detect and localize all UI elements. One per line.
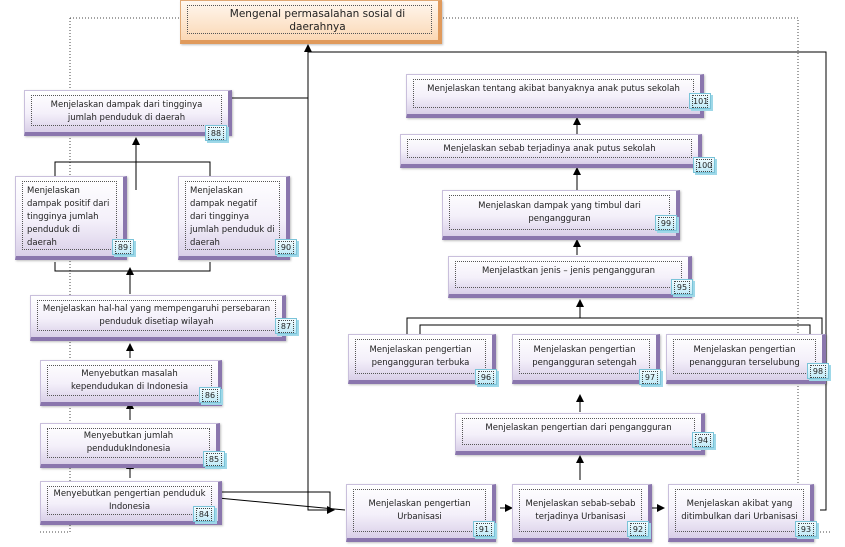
badge-95: 95	[671, 279, 693, 295]
badge-99: 99	[655, 215, 677, 231]
node-84: Menyebutkan pengertian penduduk Indonesi…	[40, 481, 222, 525]
badge-94: 94	[692, 432, 714, 448]
node-89-text: Menjelaskan dampak positif dari tingginy…	[22, 181, 117, 250]
node-94: Menjelaskan pengertian dari pengangguran…	[455, 413, 714, 455]
node-top-goal: Mengenal permasalahan sosial di daerahny…	[180, 0, 442, 44]
badge-97: 97	[639, 369, 661, 385]
node-97-text: Menjelaskan pengertian pengangguran sete…	[519, 339, 650, 374]
node-85: Menyebutkan jumlah pendudukIndonesia 85	[40, 423, 225, 468]
badge-92: 92	[627, 521, 649, 537]
node-87-text: Menjelaskan hal-hal yang mempengaruhi pe…	[37, 300, 276, 331]
node-96: Menjelaskan pengertian pengangguran terb…	[348, 334, 497, 385]
badge-100: 100	[693, 157, 715, 173]
badge-90: 90	[275, 239, 297, 255]
badge-91: 91	[473, 521, 495, 537]
node-93-text: Menjelaskan akibat yang ditimbulkan dari…	[675, 489, 804, 532]
node-101: Menjelaskan tentang akibat banyaknya ana…	[406, 74, 711, 118]
badge-89: 89	[112, 239, 134, 255]
node-86-text: Menyebutkan masalah kependudukan di Indo…	[47, 365, 212, 396]
node-92-text: Menjelaskan sebab-sebab terjadinya Urban…	[519, 489, 642, 532]
node-92: Menjelaskan sebab-sebab terjadinya Urban…	[512, 484, 652, 542]
node-90-text: Menjelaskan dampak negatif dari tingginy…	[185, 181, 280, 250]
node-top-text: Mengenal permasalahan sosial di daerahny…	[187, 5, 432, 34]
badge-98: 98	[807, 363, 829, 379]
node-96-text: Menjelaskan pengertian pengangguran terb…	[355, 339, 486, 374]
node-99-text: Menjelaskan dampak yang timbul dari peng…	[449, 195, 670, 230]
badge-88: 88	[205, 125, 227, 141]
node-100: Menjelaskan sebab terjadinya anak putus …	[400, 134, 715, 173]
node-86: Menyebutkan masalah kependudukan di Indo…	[40, 360, 222, 406]
badge-101: 101	[689, 93, 711, 109]
node-101-text: Menjelaskan tentang akibat banyaknya ana…	[413, 79, 694, 108]
node-99: Menjelaskan dampak yang timbul dari peng…	[442, 190, 680, 240]
node-95: Menjelastkan jenis – jenis pengangguran …	[448, 256, 693, 298]
node-98-text: Menjelaskan pengertian penangguran terse…	[673, 339, 816, 374]
node-94-text: Menjelaskan pengertian dari pengangguran	[462, 418, 695, 445]
badge-87: 87	[275, 318, 297, 334]
badge-84: 84	[193, 506, 215, 522]
node-90: Menjelaskan dampak negatif dari tingginy…	[178, 176, 297, 260]
node-98: Menjelaskan pengertian penangguran terse…	[666, 334, 829, 384]
node-89: Menjelaskan dampak positif dari tingginy…	[15, 176, 134, 260]
node-88: Menjelaskan dampak dari tingginya jumlah…	[24, 90, 232, 141]
badge-93: 93	[795, 521, 817, 537]
node-88-text: Menjelaskan dampak dari tingginya jumlah…	[31, 95, 222, 126]
node-87: Menjelaskan hal-hal yang mempengaruhi pe…	[30, 295, 297, 341]
node-91-text: Menjelaskan pengertian Urbanisasi	[353, 489, 486, 532]
badge-96: 96	[475, 369, 497, 385]
badge-86: 86	[199, 387, 221, 403]
node-95-text: Menjelastkan jenis – jenis pengangguran	[455, 261, 682, 288]
node-91: Menjelaskan pengertian Urbanisasi 91	[346, 484, 496, 542]
node-85-text: Menyebutkan jumlah pendudukIndonesia	[47, 428, 210, 458]
node-100-text: Menjelaskan sebab terjadinya anak putus …	[407, 139, 692, 158]
node-84-text: Menyebutkan pengertian penduduk Indonesi…	[47, 486, 212, 515]
node-93: Menjelaskan akibat yang ditimbulkan dari…	[668, 484, 817, 542]
badge-85: 85	[203, 451, 225, 467]
node-97: Menjelaskan pengertian pengangguran sete…	[512, 334, 661, 385]
